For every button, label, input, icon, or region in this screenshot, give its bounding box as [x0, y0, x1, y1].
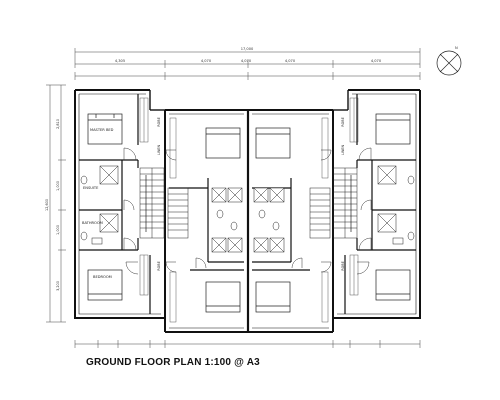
drawing-title: GROUND FLOOR PLAN 1:100 @ A3 [86, 357, 260, 368]
building-walls [74, 89, 421, 333]
depth-segment-1: 2,810 [56, 119, 60, 129]
width-segment-4: 4,070 [285, 59, 296, 63]
room-label-robe-right-upper: ROBE [341, 117, 345, 127]
north-label: N [455, 46, 458, 50]
width-segment-3: 4,070 [241, 59, 252, 63]
north-arrow: N [436, 46, 462, 76]
room-label-robe-lower: ROBE [157, 261, 161, 271]
room-label-linen: LINEN [157, 144, 161, 155]
room-label-robe-upper: ROBE [157, 117, 161, 127]
bathroom-fixtures [80, 165, 415, 253]
top-dimension-lines [74, 48, 421, 80]
width-segment-5: 4,070 [371, 59, 382, 63]
beds [87, 113, 411, 313]
room-label-robe-right-lower: ROBE [341, 261, 345, 271]
stairs [139, 167, 358, 239]
room-label-bathroom: BATHROOM [82, 221, 103, 225]
overall-depth-dimension: 12,600 [45, 199, 49, 211]
width-segment-1: 4,305 [115, 59, 125, 63]
left-dimension-lines [46, 84, 66, 323]
room-label-linen-right: LINEN [341, 144, 345, 155]
room-label-ensuite: ENSUITE [83, 186, 99, 190]
door-swings [123, 147, 372, 275]
bottom-dimension-lines [74, 340, 421, 348]
robes [139, 97, 359, 323]
depth-segment-2: 1,000 [56, 181, 60, 191]
room-label-bedroom: BEDROOM [93, 275, 112, 279]
overall-width-dimension: 17,000 [241, 47, 254, 51]
depth-segment-4: 3,200 [56, 281, 60, 291]
room-label-master-bed: MASTER BED [90, 128, 114, 132]
width-segment-2: 4,070 [201, 59, 212, 63]
depth-segment-3: 1,000 [56, 225, 60, 235]
interior-walls [79, 94, 416, 314]
